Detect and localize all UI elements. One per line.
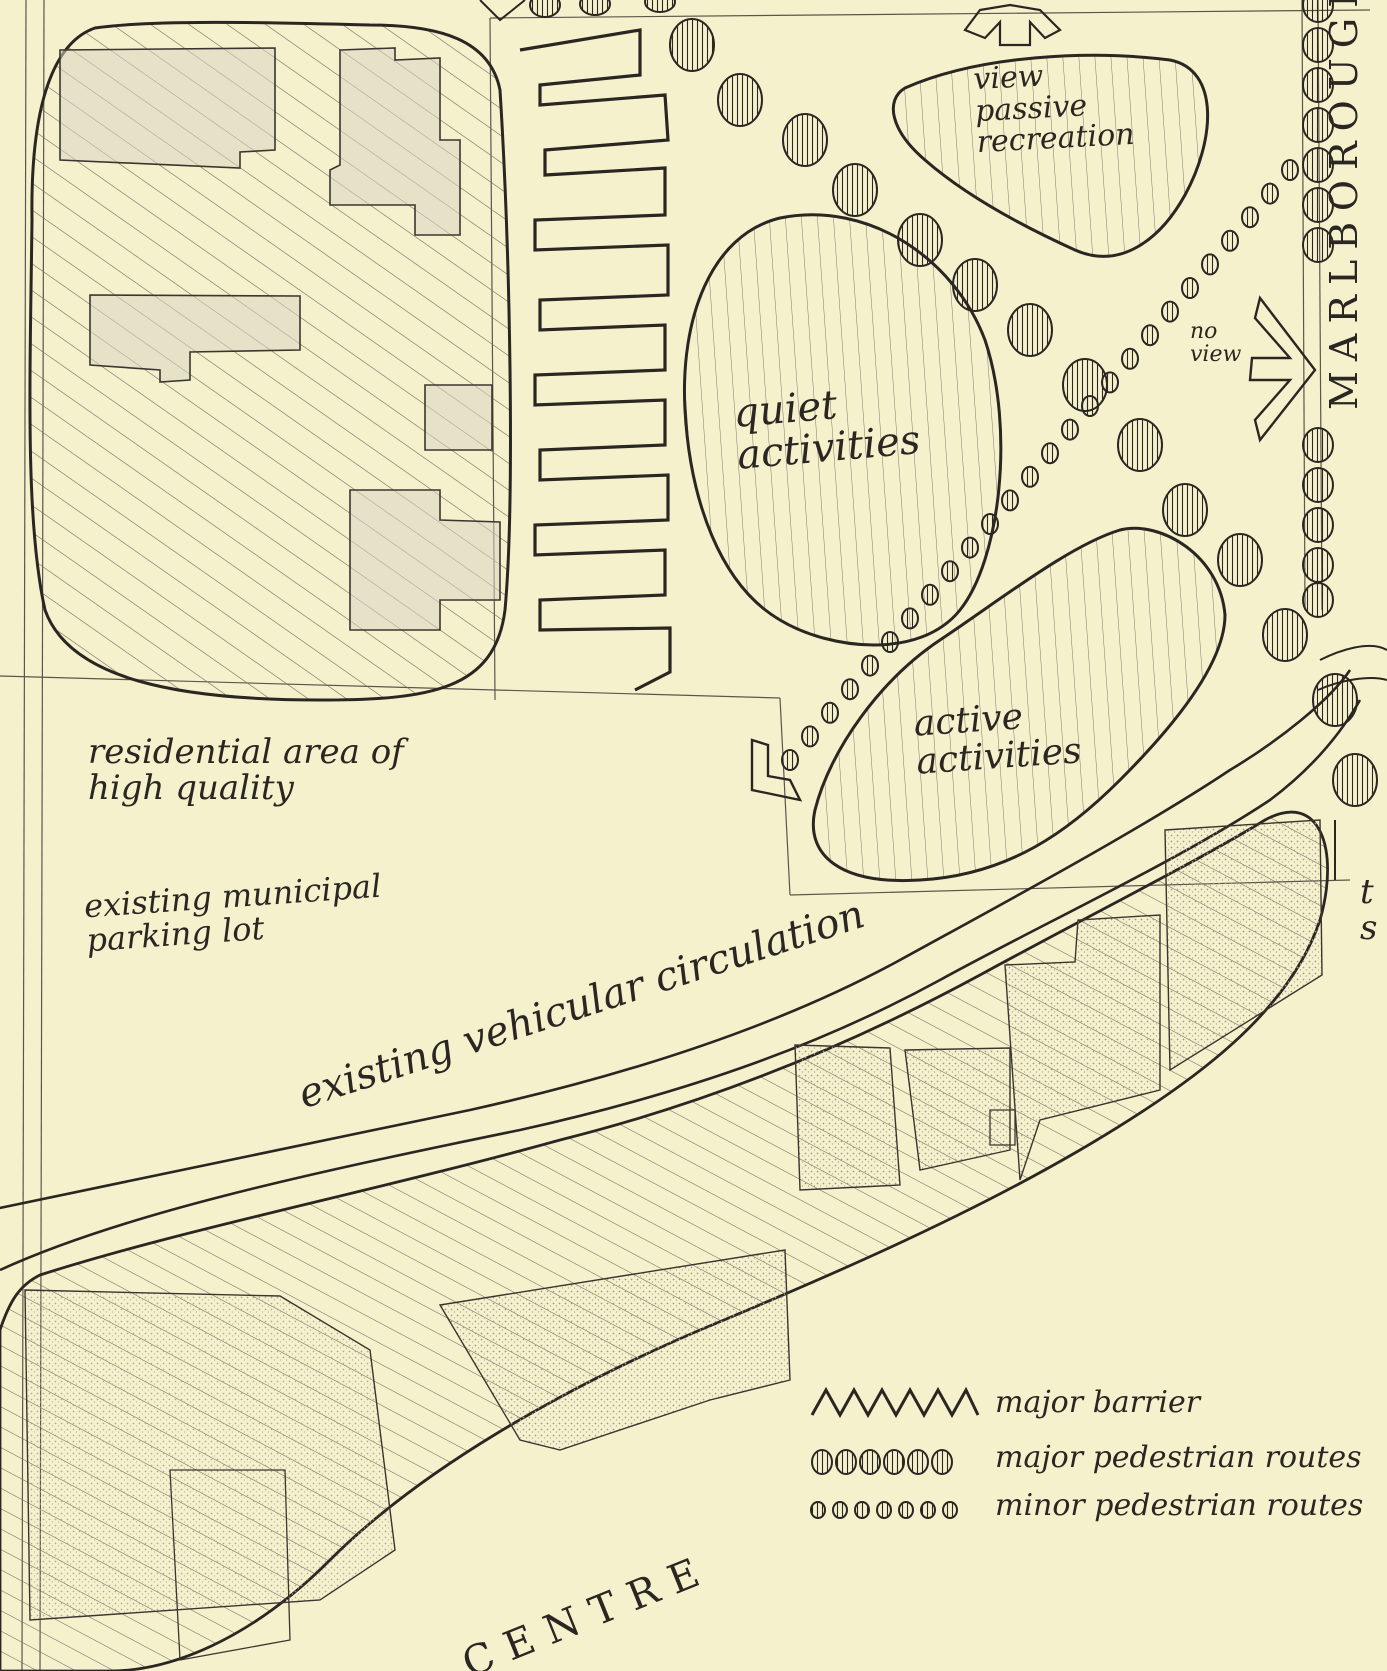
no-view-arrow bbox=[1250, 298, 1315, 440]
major-route-oval bbox=[1218, 534, 1262, 586]
legend-row-minor: minor pedestrian routes bbox=[995, 1488, 1363, 1523]
passive-recreation-label: view passive recreation bbox=[973, 56, 1136, 159]
major-route-oval bbox=[1303, 583, 1333, 617]
minor-route-oval bbox=[1242, 207, 1258, 227]
major-route-oval bbox=[1263, 609, 1307, 661]
minor-route-oval bbox=[822, 703, 838, 723]
minor-route-oval bbox=[1042, 443, 1058, 463]
minor-route-oval bbox=[1082, 396, 1098, 416]
legend-minor-route-symbol bbox=[811, 1502, 957, 1518]
major-route-oval bbox=[1303, 428, 1333, 462]
legend-minor-oval bbox=[943, 1502, 957, 1518]
legend-minor-oval bbox=[833, 1502, 847, 1518]
residential-area bbox=[30, 22, 510, 700]
major-route-oval bbox=[1303, 468, 1333, 502]
legend-major-route-symbol bbox=[812, 1450, 952, 1474]
minor-route-oval bbox=[962, 538, 978, 558]
street-name-right: MARLBOROUGH bbox=[1325, 0, 1365, 410]
minor-route-oval bbox=[1282, 160, 1298, 180]
legend-barrier-symbol bbox=[812, 1390, 978, 1415]
major-route-oval bbox=[718, 74, 762, 126]
legend-barrier-label: major barrier bbox=[995, 1385, 1200, 1420]
right-edge-label: t s bbox=[1360, 875, 1377, 946]
legend-minor-oval bbox=[855, 1502, 869, 1518]
minor-route-oval bbox=[1202, 254, 1218, 274]
minor-route-oval bbox=[882, 632, 898, 652]
legend-minor-oval bbox=[899, 1502, 913, 1518]
major-barrier-zigzag bbox=[520, 30, 670, 690]
major-route-oval bbox=[1163, 484, 1207, 536]
major-route-oval bbox=[1303, 548, 1333, 582]
major-route-oval bbox=[833, 164, 877, 216]
legend-major-label: major pedestrian routes bbox=[995, 1440, 1362, 1475]
legend-minor-label: minor pedestrian routes bbox=[995, 1488, 1363, 1523]
legend-major-oval bbox=[932, 1450, 952, 1474]
minor-route-oval bbox=[842, 679, 858, 699]
minor-route-oval bbox=[802, 726, 818, 746]
minor-route-oval bbox=[1022, 467, 1038, 487]
legend-major-oval bbox=[836, 1450, 856, 1474]
minor-route-oval bbox=[982, 514, 998, 534]
minor-route-oval bbox=[1182, 278, 1198, 298]
minor-route-oval bbox=[942, 561, 958, 581]
minor-route-oval bbox=[862, 656, 878, 676]
legend-major-oval bbox=[908, 1450, 928, 1474]
major-route-oval bbox=[1118, 419, 1162, 471]
residential-area-label: residential area of high quality bbox=[88, 735, 404, 806]
major-route-oval bbox=[1008, 304, 1052, 356]
minor-route-oval bbox=[1122, 349, 1138, 369]
view-arrow-top bbox=[965, 5, 1060, 45]
minor-route-oval bbox=[782, 750, 798, 770]
quiet-activities-label: quiet activities bbox=[732, 377, 922, 477]
major-route-oval bbox=[670, 19, 714, 71]
active-activities-label: active activities bbox=[913, 694, 1083, 781]
minor-route-oval bbox=[1162, 302, 1178, 322]
legend-symbols bbox=[811, 1390, 978, 1518]
major-route-oval bbox=[1303, 508, 1333, 542]
major-route-oval bbox=[898, 214, 942, 266]
minor-route-oval bbox=[1262, 184, 1278, 204]
minor-route-oval bbox=[1222, 231, 1238, 251]
minor-route-oval bbox=[1142, 325, 1158, 345]
minor-route-oval bbox=[1102, 372, 1118, 392]
minor-route-oval bbox=[902, 608, 918, 628]
legend-minor-oval bbox=[877, 1502, 891, 1518]
major-route-oval bbox=[783, 114, 827, 166]
no-view-label: no view bbox=[1190, 320, 1241, 366]
legend-minor-oval bbox=[921, 1502, 935, 1518]
minor-route-oval bbox=[922, 585, 938, 605]
minor-route-oval bbox=[1002, 490, 1018, 510]
legend-minor-oval bbox=[811, 1502, 825, 1518]
legend-row-major: major pedestrian routes bbox=[995, 1440, 1362, 1475]
legend-major-oval bbox=[860, 1450, 880, 1474]
major-route-oval bbox=[953, 259, 997, 311]
legend-major-oval bbox=[812, 1450, 832, 1474]
major-route-oval bbox=[1333, 754, 1377, 806]
minor-route-oval bbox=[1062, 420, 1078, 440]
legend-row-barrier: major barrier bbox=[995, 1385, 1200, 1420]
legend-major-oval bbox=[884, 1450, 904, 1474]
major-route-oval bbox=[1313, 674, 1357, 726]
